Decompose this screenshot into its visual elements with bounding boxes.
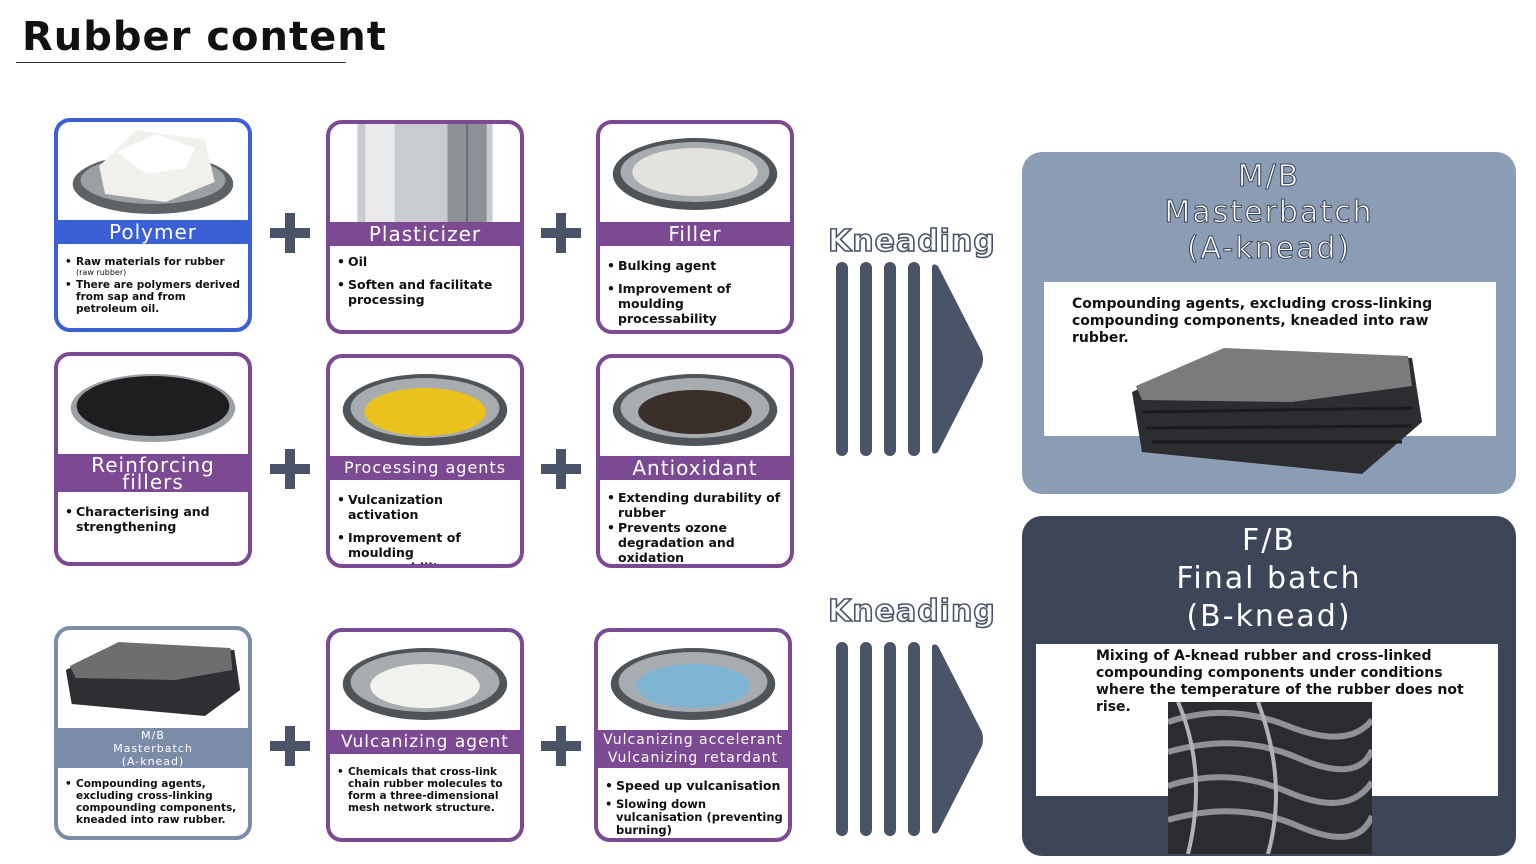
fb-panel-text: Mixing of A-knead rubber and cross-linke…	[1096, 648, 1464, 715]
plus-icon	[270, 213, 310, 253]
card-antioxidant: Antioxidant Extending durability of rubb…	[596, 354, 794, 568]
mb-panel-title-1: M/B	[1237, 159, 1301, 195]
card-plasticizer: Plasticizer Oil Soften and facilitate pr…	[326, 120, 524, 334]
plasticizer-item: Soften and facilitate processing	[337, 277, 516, 307]
processing-agents-photo	[342, 374, 508, 446]
filler-label: Filler	[600, 222, 790, 246]
page-title: Rubber content	[22, 14, 387, 60]
card-polymer: Polymer Raw materials for rubber(raw rub…	[54, 118, 252, 332]
filler-item: Improvement of moulding processability	[607, 281, 786, 326]
masterbatch-sheet-photo	[1132, 348, 1422, 474]
polymer-item: There are polymers derived from sap and …	[65, 279, 244, 315]
filler-photo	[612, 138, 778, 210]
plus-icon	[270, 726, 310, 766]
mb-panel-title-3: (A-knead)	[1186, 231, 1352, 267]
polymer-photo	[72, 130, 234, 214]
final-batch-panel: F/B Final batch (B-knead) Mixing of A-kn…	[1022, 516, 1516, 856]
accelerant-photo	[610, 648, 776, 720]
mb-panel-text: Compounding agents, excluding cross-link…	[1072, 296, 1433, 346]
fb-panel-title-1: F/B	[1242, 523, 1296, 558]
plus-icon	[541, 449, 581, 489]
processing-label: Processing agents	[330, 456, 520, 480]
plus-icon	[270, 449, 310, 489]
polymer-item: Raw materials for rubber(raw rubber)	[65, 256, 244, 277]
plasticizer-item: Oil	[337, 254, 516, 269]
plus-icon	[541, 213, 581, 253]
polymer-label: Polymer	[58, 220, 248, 244]
card-processing-agents: Processing agents Vulcanization activati…	[326, 354, 524, 568]
carbon-black-photo	[70, 374, 236, 442]
final-batch-photo	[1168, 702, 1372, 854]
kneading-label: Kneading	[827, 593, 996, 630]
fb-panel-title-3: (B-knead)	[1186, 599, 1352, 634]
masterbatch-photo	[65, 642, 241, 716]
card-vulcanizing-agent: Vulcanizing agent Chemicals that cross-l…	[326, 628, 524, 842]
accelerant-item: Slowing down vulcanisation (preventing b…	[605, 798, 784, 837]
masterbatch-item: Compounding agents, excluding cross-link…	[65, 778, 244, 826]
antioxidant-item: Prevents ozone degradation and oxidation	[607, 520, 786, 564]
vulcanizing-agent-item: Chemicals that cross-link chain rubber m…	[337, 766, 516, 814]
vulcanizing-agent-label: Vulcanizing agent	[330, 730, 520, 754]
plasticizer-photo	[357, 124, 493, 222]
kneading-arrow-icon	[836, 642, 983, 836]
accelerant-item: Speed up vulcanisation	[605, 778, 784, 793]
vulcanizing-agent-photo	[342, 648, 508, 720]
plus-icon	[541, 726, 581, 766]
kneading-label: Kneading	[827, 223, 996, 260]
antioxidant-photo	[612, 374, 778, 446]
mb-panel-title-2: Masterbatch	[1164, 195, 1374, 231]
reinforcing-item: Characterising and strengthening	[65, 504, 244, 534]
fb-panel-title-2: Final batch	[1176, 561, 1362, 596]
processing-item: Improvement of moulding processability	[337, 530, 516, 564]
kneading-arrow-icon	[836, 262, 983, 456]
filler-item: Bulking agent	[607, 258, 786, 273]
antioxidant-label: Antioxidant	[600, 456, 790, 480]
card-filler: Filler Bulking agent Improvement of moul…	[596, 120, 794, 334]
processing-item: Vulcanization activation	[337, 492, 516, 522]
antioxidant-item: Extending durability of rubber	[607, 490, 786, 520]
plasticizer-label: Plasticizer	[330, 222, 520, 246]
title-underline	[16, 62, 346, 63]
masterbatch-panel: M/B Masterbatch (A-knead) Compounding ag…	[1022, 152, 1516, 494]
